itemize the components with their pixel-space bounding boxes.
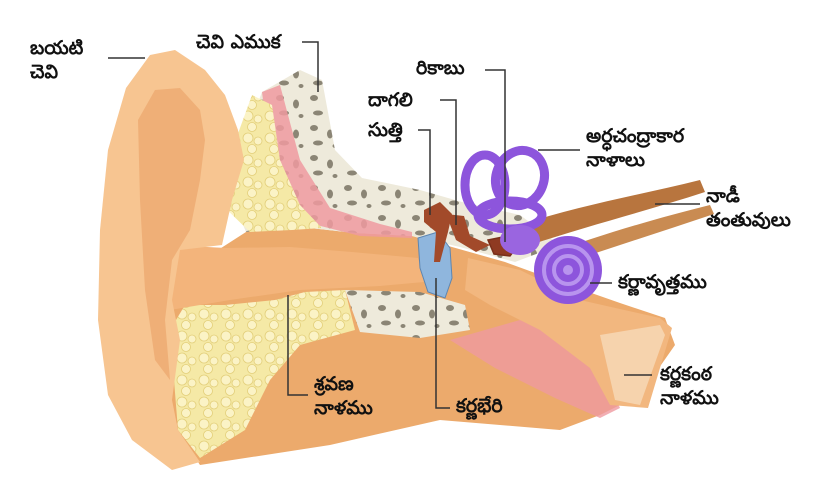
label-ear-canal: శ్రవణ నాళము (314, 373, 373, 419)
bone-lower (345, 290, 470, 338)
hammer-shape (424, 202, 452, 262)
leader-anvil (440, 99, 457, 225)
label-outer-ear: బయటి చెవి (30, 37, 84, 83)
pinna-inner-fold (138, 88, 205, 380)
nerve-bundle (520, 180, 705, 245)
label-hammer: సుత్తి (368, 119, 403, 141)
leader-ear-canal (287, 295, 308, 396)
muscle-upper (262, 85, 412, 238)
label-eardrum: కర్ణభేరి (456, 395, 503, 417)
leader-eardrum (435, 278, 450, 409)
ear-canal (170, 245, 424, 310)
vestibule-shape (500, 225, 540, 255)
label-stirrup: రికాబు (416, 57, 465, 79)
leader-ear-bone (302, 41, 319, 92)
label-eustachian-tube: కర్ణకంఠ నాళము (660, 363, 719, 409)
label-cochlea: కర్ణావృత్తము (618, 271, 707, 293)
label-semicircular-canals: అర్ధచంద్రాకార నాళాలు (586, 125, 685, 171)
leader-hammer (418, 129, 431, 215)
cochlea-shape (534, 236, 602, 304)
cartilage-lower (170, 290, 355, 458)
label-anvil: దాగలి (368, 89, 413, 111)
label-nerve-fibres: నాడీ తంతువులు (706, 185, 791, 231)
label-ear-bone: చెవి ఎముక (196, 31, 281, 53)
eustachian-tube-inner (600, 325, 665, 405)
leader-stirrup (485, 69, 506, 242)
cartilage-upper (222, 95, 322, 232)
anvil-shape (446, 214, 490, 252)
